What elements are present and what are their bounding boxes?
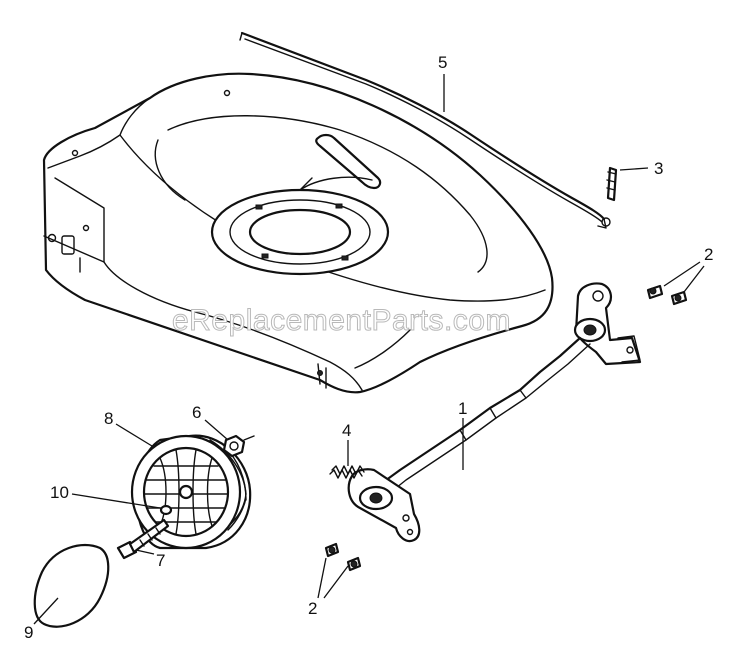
watermark-text: eReplacementParts.com: [172, 304, 511, 337]
part-8-wheel: [130, 434, 252, 550]
part-10-washer: [159, 504, 173, 516]
callout-2-lower: 2: [308, 599, 317, 618]
part-2-screws-lower: [324, 542, 362, 572]
part-9-hubcap: [33, 543, 110, 628]
part-7-wheel-bolt: [116, 518, 170, 560]
callout-1: 1: [458, 399, 467, 418]
part-3-bolt: [606, 166, 618, 202]
callout-6: 6: [192, 403, 201, 422]
callout-5: 5: [438, 53, 447, 72]
callout-9: 9: [24, 623, 33, 642]
part-6-nut: [222, 434, 255, 458]
callout-2-upper: 2: [704, 245, 713, 264]
part-2-screws-upper: [646, 284, 688, 306]
callout-10: 10: [50, 483, 69, 502]
leader-lines: [33, 74, 705, 625]
callout-labels: 1 2 2 3 4 5 6 7 8 9 10: [24, 53, 713, 642]
part-1-axle-assembly: [347, 282, 642, 543]
callout-3: 3: [654, 159, 663, 178]
part-5-adjust-rod: [239, 31, 611, 229]
part-4-spring: [329, 465, 365, 479]
mower-deck: [42, 72, 554, 394]
callout-4: 4: [342, 421, 351, 440]
callout-7: 7: [156, 551, 165, 570]
callout-8: 8: [104, 409, 113, 428]
